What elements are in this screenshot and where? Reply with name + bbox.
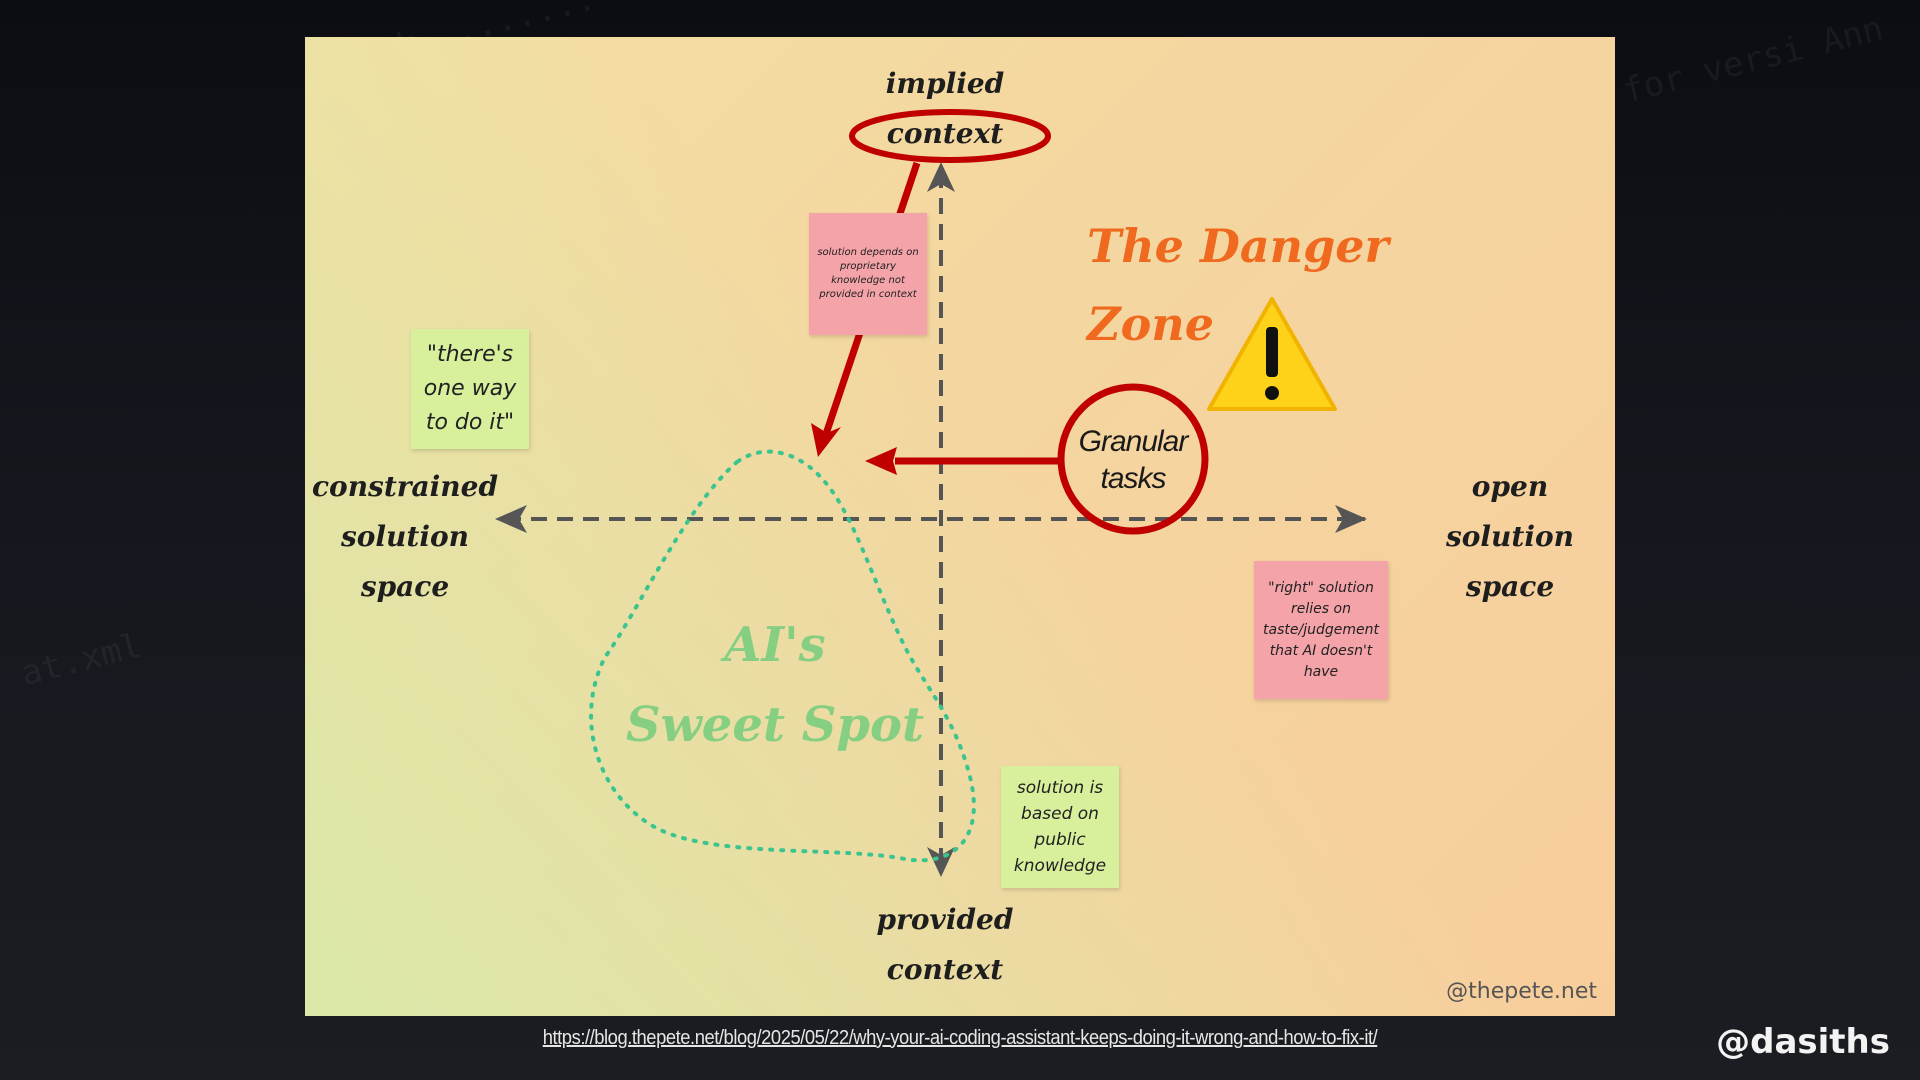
- top-axis-arrowhead: [927, 162, 955, 192]
- background-code: for versi Ann: [1619, 8, 1887, 112]
- context-pointer-arrowhead: [811, 423, 841, 457]
- right-axis-arrowhead: [1335, 505, 1367, 533]
- sticky-public-knowledge: solution is based on public knowledge: [1001, 766, 1119, 888]
- left-axis-arrowhead: [495, 505, 527, 533]
- axis-left-line2: solution space: [340, 520, 470, 603]
- sticky-proprietary: solution depends on proprietary knowledg…: [809, 213, 927, 335]
- sticky-taste: "right" solution relies on taste/judgeme…: [1254, 561, 1388, 699]
- axis-right-line1: open: [1471, 470, 1549, 503]
- danger-zone-title: The Danger Zone: [1087, 207, 1407, 363]
- sticky-public-knowledge-text: solution is based on public knowledge: [1013, 778, 1107, 876]
- danger-zone-line1: The Danger: [1087, 219, 1389, 273]
- granular-pointer-arrowhead: [865, 447, 897, 475]
- axis-right-label: open solution space: [1405, 462, 1615, 612]
- diagram-slide: implied context provided context constra…: [305, 37, 1615, 1016]
- warning-triangle-icon: [1207, 297, 1337, 411]
- granular-tasks-label: Granular tasks: [1063, 423, 1203, 497]
- credit-handle: @thepete.net: [1446, 979, 1597, 1004]
- sweet-spot-line2: Sweet Spot: [625, 697, 925, 753]
- sticky-taste-text: "right" solution relies on taste/judgeme…: [1263, 579, 1379, 680]
- sweet-spot-label: AI's Sweet Spot: [625, 605, 925, 765]
- sticky-proprietary-text: solution depends on proprietary knowledg…: [817, 247, 919, 300]
- axis-top-label: implied context: [835, 59, 1055, 159]
- sweet-spot-line1: AI's: [724, 617, 826, 673]
- sticky-one-way: "there's one way to do it": [411, 329, 529, 449]
- granular-line2: tasks: [1100, 462, 1166, 495]
- axis-left-label: constrained solution space: [305, 462, 505, 612]
- axis-right-line2: solution space: [1445, 520, 1575, 603]
- sticky-one-way-text: "there's one way to do it": [423, 342, 517, 435]
- context-highlight-ellipse: [849, 109, 1051, 163]
- axis-left-line1: constrained: [311, 470, 499, 503]
- axis-bottom-line1: provided: [876, 903, 1014, 936]
- background-code: at.xml: [16, 625, 146, 695]
- axis-bottom-line2: context: [886, 953, 1004, 986]
- axis-top-line2: context: [886, 117, 1004, 150]
- axis-bottom-label: provided context: [835, 895, 1055, 995]
- diagram-graphics: [495, 109, 1367, 877]
- sweet-spot-boundary: [589, 449, 976, 863]
- axis-top-line1: implied: [885, 67, 1005, 100]
- presenter-handle: @dasiths: [1716, 1022, 1890, 1062]
- source-url-link[interactable]: https://blog.thepete.net/blog/2025/05/22…: [542, 1027, 1378, 1049]
- granular-line1: Granular: [1078, 425, 1189, 458]
- danger-zone-line2: Zone: [1087, 297, 1214, 351]
